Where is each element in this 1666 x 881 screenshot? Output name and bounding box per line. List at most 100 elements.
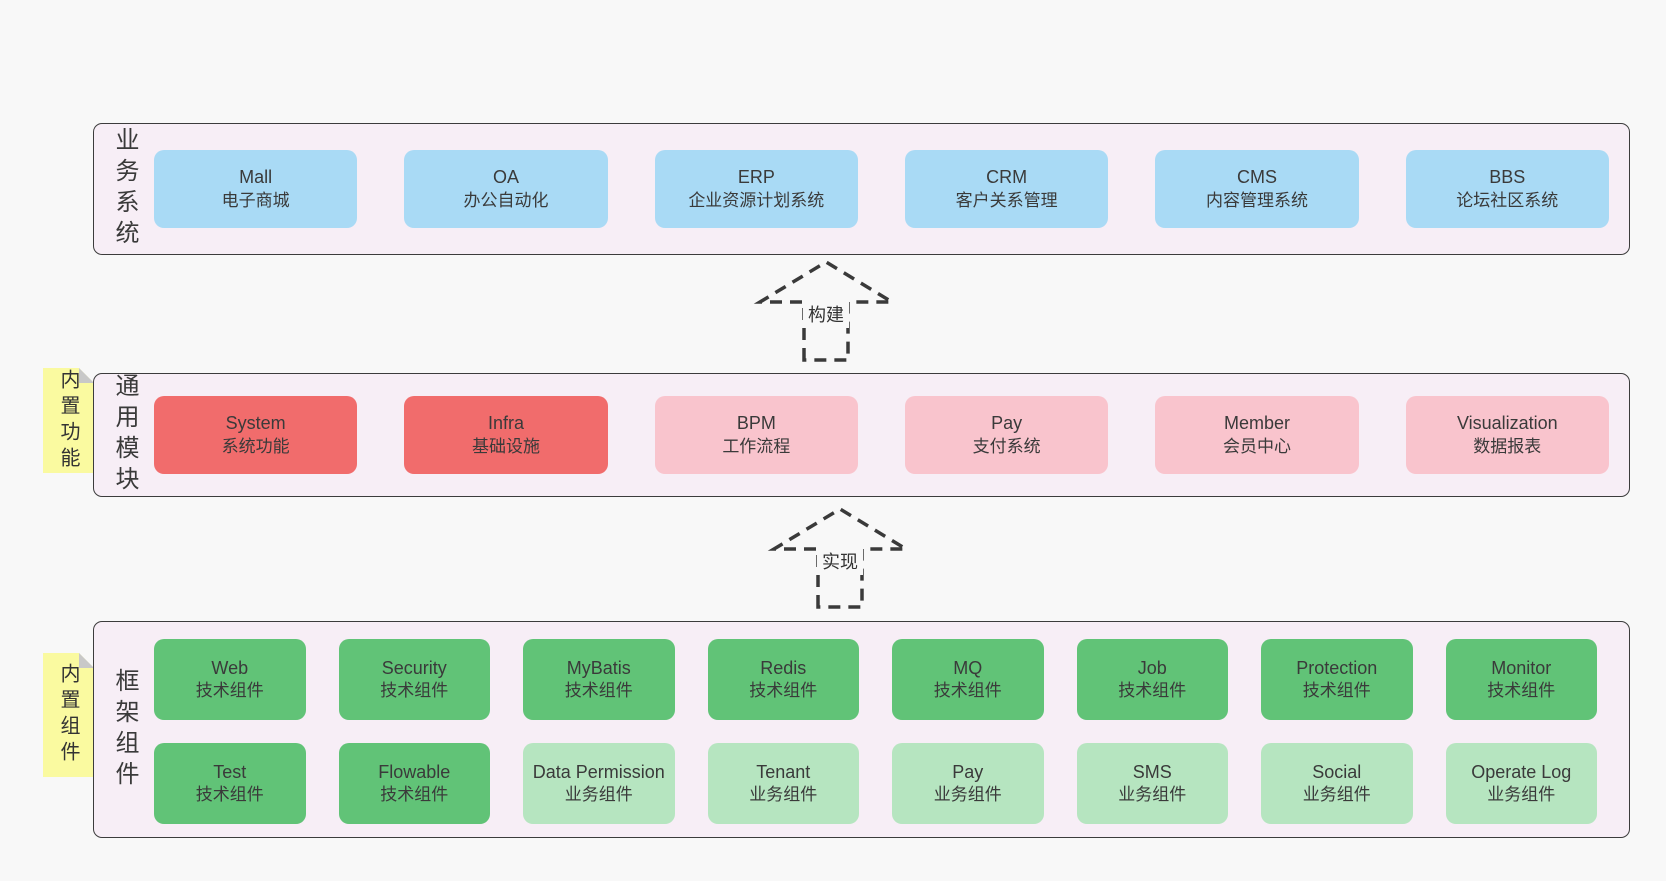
sticky-note-built-in-features-label: 内置功能 xyxy=(57,368,79,473)
box-subtitle: 电子商城 xyxy=(221,190,290,210)
module-box-web: Web 技术组件 xyxy=(154,639,306,720)
box-subtitle: 技术组件 xyxy=(1487,681,1556,701)
box-subtitle: 业务组件 xyxy=(1118,785,1187,805)
box-title: Visualization xyxy=(1456,413,1558,434)
box-subtitle: 内容管理系统 xyxy=(1205,190,1308,210)
module-box-mybatis: MyBatis 技术组件 xyxy=(523,639,675,720)
dashed-up-arrow-icon xyxy=(767,506,913,609)
module-box-mq: MQ 技术组件 xyxy=(892,639,1044,720)
box-title: Pay xyxy=(952,761,984,782)
box-subtitle: 企业资源计划系统 xyxy=(688,190,825,210)
module-box-data-permission: Data Permission 业务组件 xyxy=(523,743,675,824)
implement-arrow: 实现 xyxy=(767,505,913,610)
dashed-up-arrow-icon xyxy=(753,259,899,362)
box-subtitle: 技术组件 xyxy=(380,785,449,805)
box-subtitle: 业务组件 xyxy=(564,785,633,805)
module-box-tenant: Tenant 业务组件 xyxy=(707,743,859,824)
box-subtitle: 支付系统 xyxy=(972,436,1041,456)
box-subtitle: 技术组件 xyxy=(564,681,633,701)
box-subtitle: 技术组件 xyxy=(1118,681,1187,701)
module-box-flowable: Flowable 技术组件 xyxy=(338,743,490,824)
box-title: Tenant xyxy=(756,761,811,782)
module-box-operate-log: Operate Log 业务组件 xyxy=(1445,743,1597,824)
build-arrow-label: 构建 xyxy=(803,300,849,328)
box-subtitle: 技术组件 xyxy=(749,681,818,701)
box-title: Security xyxy=(381,657,447,678)
module-box-job: Job 技术组件 xyxy=(1076,639,1228,720)
box-title: MQ xyxy=(953,657,983,678)
sticky-note-built-in-features: 内置功能 xyxy=(43,368,94,473)
band-common-modules-label: 通用模块 xyxy=(111,373,138,497)
box-subtitle: 业务组件 xyxy=(749,785,818,805)
box-subtitle: 技术组件 xyxy=(380,681,449,701)
module-box-sms: SMS 业务组件 xyxy=(1076,743,1228,824)
box-subtitle: 业务组件 xyxy=(933,785,1002,805)
box-title: Operate Log xyxy=(1471,761,1572,782)
box-subtitle: 技术组件 xyxy=(195,785,264,805)
box-title: MyBatis xyxy=(566,657,631,678)
box-subtitle: 基础设施 xyxy=(471,436,540,456)
box-title: Infra xyxy=(487,413,524,434)
box-subtitle: 技术组件 xyxy=(195,681,264,701)
module-box-security: Security 技术组件 xyxy=(338,639,490,720)
box-title: Data Permission xyxy=(532,761,665,782)
box-subtitle: 技术组件 xyxy=(1302,681,1371,701)
box-subtitle: 技术组件 xyxy=(933,681,1002,701)
box-title: Pay xyxy=(991,413,1023,434)
box-subtitle: 论坛社区系统 xyxy=(1456,190,1559,210)
box-subtitle: 业务组件 xyxy=(1302,785,1371,805)
build-arrow: 构建 xyxy=(753,258,899,363)
box-title: Flowable xyxy=(378,761,451,782)
box-title: Monitor xyxy=(1491,657,1552,678)
module-box-pay: Pay 业务组件 xyxy=(892,743,1044,824)
module-box-monitor: Monitor 技术组件 xyxy=(1445,639,1597,720)
box-subtitle: 工作流程 xyxy=(722,436,791,456)
band-business-systems-label: 业务系统 xyxy=(111,127,138,251)
box-title: SMS xyxy=(1132,761,1172,782)
box-subtitle: 会员中心 xyxy=(1222,436,1291,456)
band-framework-components-label: 框架组件 xyxy=(111,667,138,792)
box-title: Protection xyxy=(1296,657,1378,678)
module-box-test: Test 技术组件 xyxy=(154,743,306,824)
box-subtitle: 客户关系管理 xyxy=(955,190,1058,210)
box-title: Mall xyxy=(239,167,273,188)
box-title: CMS xyxy=(1236,167,1277,188)
box-title: Web xyxy=(211,657,249,678)
box-subtitle: 数据报表 xyxy=(1473,436,1542,456)
implement-arrow-label: 实现 xyxy=(817,547,863,575)
box-title: Test xyxy=(213,761,247,782)
box-title: Redis xyxy=(760,657,807,678)
box-title: Job xyxy=(1137,657,1167,678)
box-title: OA xyxy=(492,167,519,188)
box-title: BBS xyxy=(1489,167,1526,188)
sticky-note-built-in-components-label: 内置组件 xyxy=(57,663,79,767)
box-title: ERP xyxy=(737,167,775,188)
box-subtitle: 业务组件 xyxy=(1487,785,1556,805)
box-title: CRM xyxy=(986,167,1028,188)
box-subtitle: 系统功能 xyxy=(221,436,290,456)
box-title: Member xyxy=(1223,413,1290,434)
module-box-redis: Redis 技术组件 xyxy=(707,639,859,720)
box-title: Social xyxy=(1312,761,1362,782)
sticky-note-built-in-components: 内置组件 xyxy=(43,653,94,777)
